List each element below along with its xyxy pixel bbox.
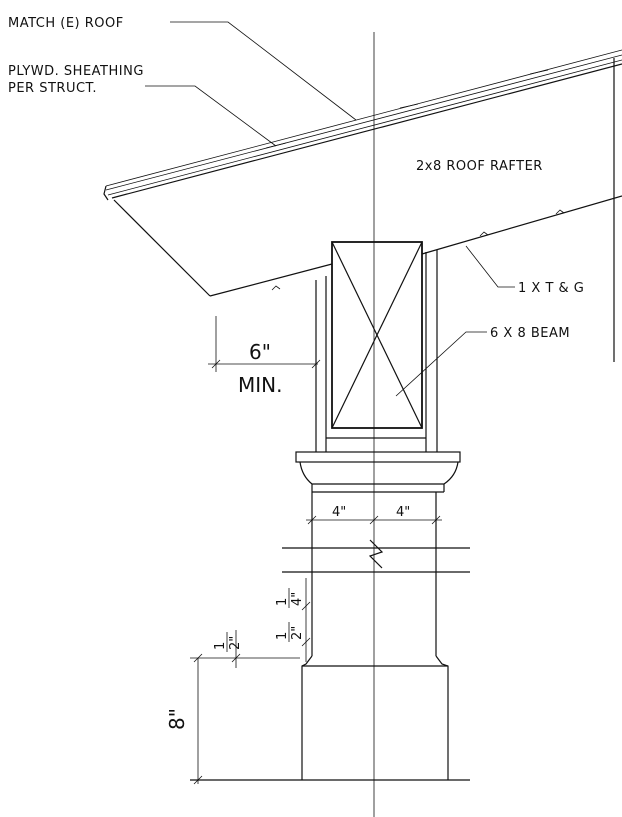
- roof-assembly: [103, 49, 622, 297]
- dim-overhang-note: MIN.: [238, 373, 282, 397]
- beam-6x8: [315, 241, 438, 452]
- column-shaft: [282, 492, 470, 656]
- label-t-and-g: 1 X T & G: [518, 281, 584, 296]
- dim-quarter-den: 4": [290, 592, 305, 606]
- dim-half-den: 2": [290, 626, 305, 640]
- leaders: [145, 21, 515, 397]
- dim-half2-fraction: 1 2": [213, 632, 243, 652]
- label-rafter: 2x8 ROOF RAFTER: [416, 159, 543, 174]
- dim-half2-num: 1: [213, 642, 228, 650]
- dim-half-fraction: 1 2": [275, 622, 305, 642]
- label-match-roof: MATCH (E) ROOF: [8, 16, 124, 31]
- dim-half-left: 4": [332, 505, 346, 520]
- label-plywood-line1: PLYWD. SHEATHING: [8, 64, 144, 79]
- column-base: [190, 655, 470, 781]
- label-plywood-line2: PER STRUCT.: [8, 81, 97, 96]
- dimensions: [193, 316, 442, 785]
- dim-overhang: 6": [249, 340, 271, 364]
- dim-base-height: 8": [165, 708, 189, 730]
- column-capital: [295, 451, 461, 493]
- dim-quarter-fraction: 1 4": [275, 588, 305, 608]
- dim-half-right: 4": [396, 505, 410, 520]
- dim-half-num: 1: [275, 632, 290, 640]
- dim-half2-den: 2": [228, 636, 243, 650]
- dim-quarter-num: 1: [275, 598, 290, 606]
- label-beam: 6 X 8 BEAM: [490, 326, 570, 341]
